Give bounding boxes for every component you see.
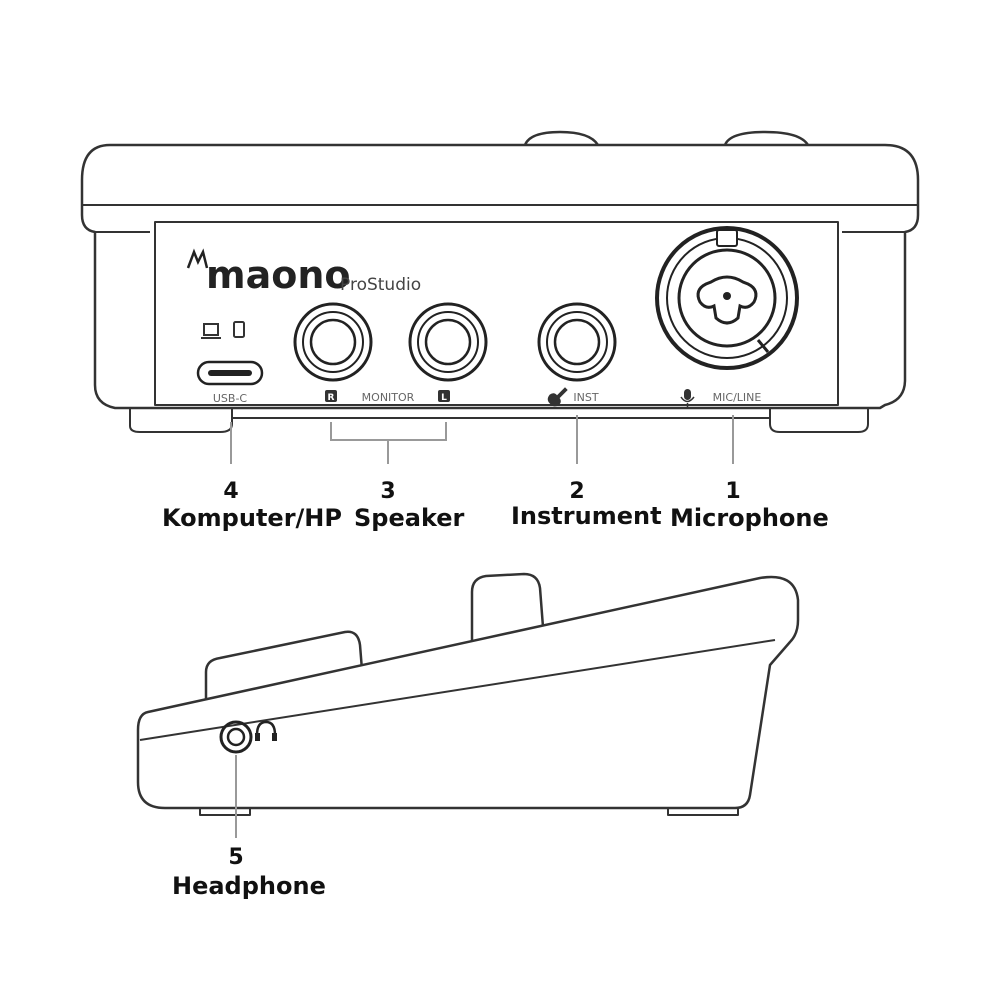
guitar-icon bbox=[547, 387, 568, 407]
monitor-label: MONITOR bbox=[362, 391, 415, 404]
callout-label-microphone: Microphone bbox=[670, 504, 829, 532]
usb-c-port bbox=[196, 360, 264, 386]
side-body-outline bbox=[136, 575, 800, 810]
phone-icon bbox=[233, 321, 245, 338]
monitor-left-badge bbox=[438, 390, 450, 402]
callout-number-3: 3 bbox=[380, 479, 396, 504]
side-foot-right bbox=[667, 808, 739, 816]
callout-number-1: 1 bbox=[725, 479, 741, 504]
monitor-left-jack bbox=[408, 302, 488, 382]
monitor-right-badge bbox=[325, 390, 337, 402]
front-callout-lines bbox=[230, 415, 734, 464]
front-inner-bezel bbox=[154, 221, 839, 406]
callout-label-instrument: Instrument bbox=[511, 502, 662, 530]
side-foot-left bbox=[199, 808, 251, 816]
front-body-outline bbox=[80, 143, 920, 410]
callout-number-4: 4 bbox=[223, 479, 239, 504]
callout-label-speaker: Speaker bbox=[354, 504, 465, 532]
front-foot-right bbox=[769, 408, 869, 433]
side-knob-front bbox=[204, 630, 364, 707]
inst-label: INST bbox=[573, 391, 598, 404]
headphone-jack bbox=[219, 720, 253, 754]
side-top-face-line bbox=[139, 639, 776, 741]
front-foot-left bbox=[129, 408, 233, 433]
microphone-icon bbox=[680, 389, 695, 407]
model-name: ProStudio bbox=[340, 275, 421, 295]
monitor-left-letter: L bbox=[441, 393, 447, 403]
headphone-icon bbox=[255, 720, 277, 741]
mic-line-label: MIC/LINE bbox=[713, 391, 762, 404]
monitor-right-jack bbox=[293, 302, 373, 382]
maono-logo-mark bbox=[186, 248, 209, 269]
usb-c-label: USB-C bbox=[213, 392, 248, 405]
front-top-knob-left bbox=[523, 130, 600, 146]
monitor-right-letter: R bbox=[328, 393, 335, 403]
brand-name: maono bbox=[206, 253, 351, 297]
callout-number-2: 2 bbox=[569, 479, 585, 504]
maono-logo bbox=[186, 248, 209, 269]
callout-label-headphone: Headphone bbox=[172, 872, 326, 900]
instrument-jack bbox=[537, 302, 617, 382]
callout-bracket-3 bbox=[330, 422, 447, 441]
callout-number-5: 5 bbox=[228, 845, 244, 870]
laptop-icon bbox=[201, 323, 221, 339]
front-top-knob-right bbox=[723, 130, 810, 146]
xlr-combo-jack bbox=[655, 226, 799, 370]
callout-label-computer: Komputer/HP bbox=[162, 504, 342, 532]
front-view bbox=[80, 130, 920, 433]
side-view bbox=[136, 572, 800, 816]
